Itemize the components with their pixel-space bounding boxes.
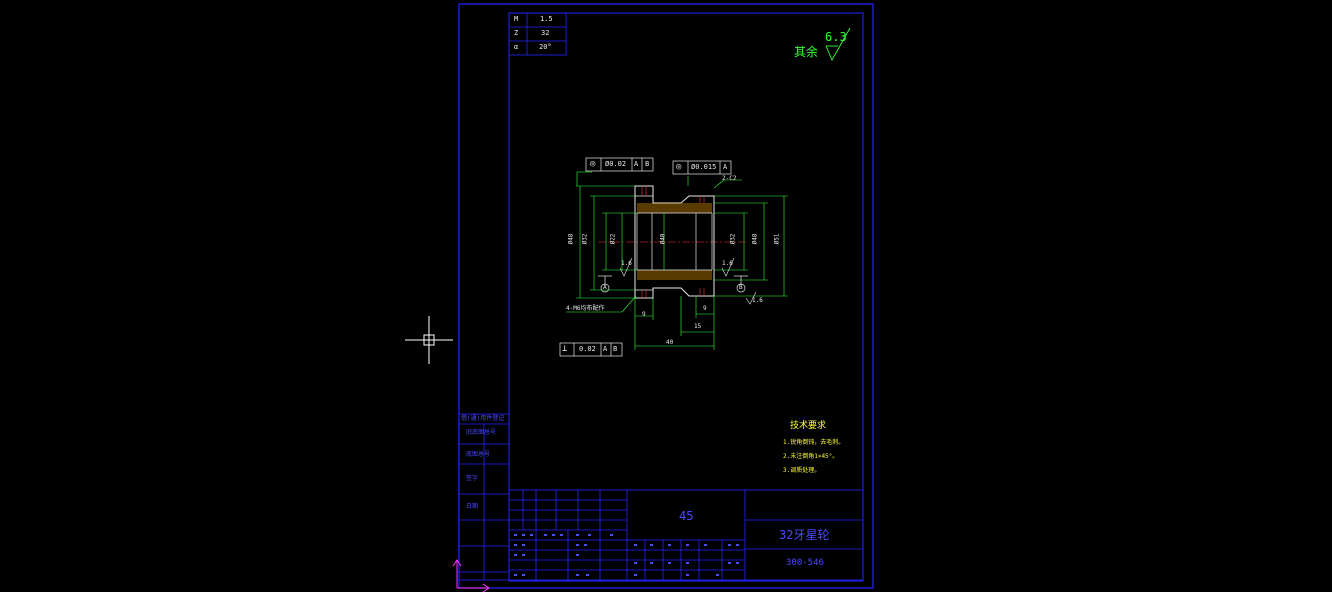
dim-15: 15 [694, 323, 702, 330]
title-block-material: 45 [679, 509, 694, 523]
roughness-symbols [619, 27, 851, 305]
dia-right-outer: Ø51 [773, 233, 781, 245]
fcf-bottom-symbol: ⊥ [562, 344, 568, 354]
title-block-part-name: 32牙星轮 [779, 528, 830, 542]
tech-requirement-2: 2.未注倒角1×45°。 [783, 453, 839, 460]
gear-table-symbol-module: M [514, 15, 519, 23]
dia-right-inner: Ø32 [729, 233, 737, 245]
strip-label-date: 日期 [466, 503, 479, 510]
fcf-frames [559, 157, 732, 357]
general-roughness-prefix: 其余 [794, 45, 819, 59]
general-roughness-mark [825, 27, 851, 62]
dia-left-outer: Ø48 [567, 233, 575, 245]
title-block-drawing-number: 300-546 [786, 558, 824, 568]
dimension-lines [566, 171, 788, 350]
strip-label-signature: 签字 [466, 475, 479, 482]
chamfer-label: 2-C2 [722, 175, 737, 182]
fcf-bottom-datum-a: A [603, 345, 608, 353]
fcf-top-right-datum-a: A [723, 163, 728, 171]
datum-b-label: B [739, 284, 743, 291]
sheet-outer-border [458, 3, 874, 589]
strip-label-base-number: 底图总号 [466, 451, 491, 458]
strip-label-old-base-number: 旧底图总号 [466, 429, 497, 436]
dim-9-left: 9 [642, 311, 646, 318]
general-roughness-value: 6.3 [825, 30, 847, 44]
gear-table-symbol-teeth: Z [514, 29, 519, 37]
dia-left-inner: Ø22 [609, 233, 617, 245]
ucs-icon [452, 559, 490, 592]
datum-markers [598, 275, 748, 293]
strip-label-borrowed-part: 借(通)用件登记 [461, 415, 505, 422]
datum-a-label: A [603, 284, 607, 291]
dia-right-mid: Ø48 [751, 233, 759, 245]
gear-table-value-pressure-angle: 20° [539, 43, 552, 51]
dim-9-right: 9 [703, 305, 707, 312]
title-block-tick-marks [514, 534, 739, 576]
title-block-grid [508, 489, 864, 581]
sheet-inner-border [508, 12, 864, 582]
dia-left-mid: Ø32 [581, 233, 589, 245]
gear-table-value-module: 1.5 [540, 15, 553, 23]
fcf-top-left-datum-a: A [634, 160, 639, 168]
tech-requirements-title: 技术要求 [790, 421, 827, 431]
fcf-top-left-symbol: ◎ [590, 159, 596, 169]
fcf-bottom-value: 0.02 [579, 345, 596, 353]
crosshair-cursor [405, 316, 453, 364]
roughness-low-value: 1.6 [752, 297, 763, 304]
fcf-top-right-value: Ø0.015 [691, 163, 717, 171]
thread-note-label: 4-M6均布配作 [566, 305, 605, 312]
roughness-right-value: 1.6 [722, 260, 733, 267]
hatch-bottom [637, 270, 712, 280]
dim-40: 40 [666, 339, 674, 346]
dia-center: Ø40 [659, 233, 667, 245]
tech-requirement-1: 1.锐角倒钝，去毛刺。 [783, 439, 845, 446]
fcf-bottom-datum-b: B [613, 345, 618, 353]
gear-table-value-teeth: 32 [541, 29, 550, 37]
thread-hole-marks [641, 186, 705, 298]
tech-requirement-3: 3.调质处理。 [783, 467, 821, 474]
fcf-top-right-symbol: ◎ [676, 162, 682, 172]
roughness-left-value: 1.6 [621, 260, 632, 267]
fcf-top-left-value: Ø0.02 [605, 160, 627, 168]
gear-table-symbol-pressure-angle: α [514, 43, 519, 51]
hatch-top [637, 203, 712, 213]
left-registration-strip [458, 413, 510, 581]
fcf-top-left-datum-b: B [645, 160, 650, 168]
gear-parameter-table [508, 12, 567, 56]
